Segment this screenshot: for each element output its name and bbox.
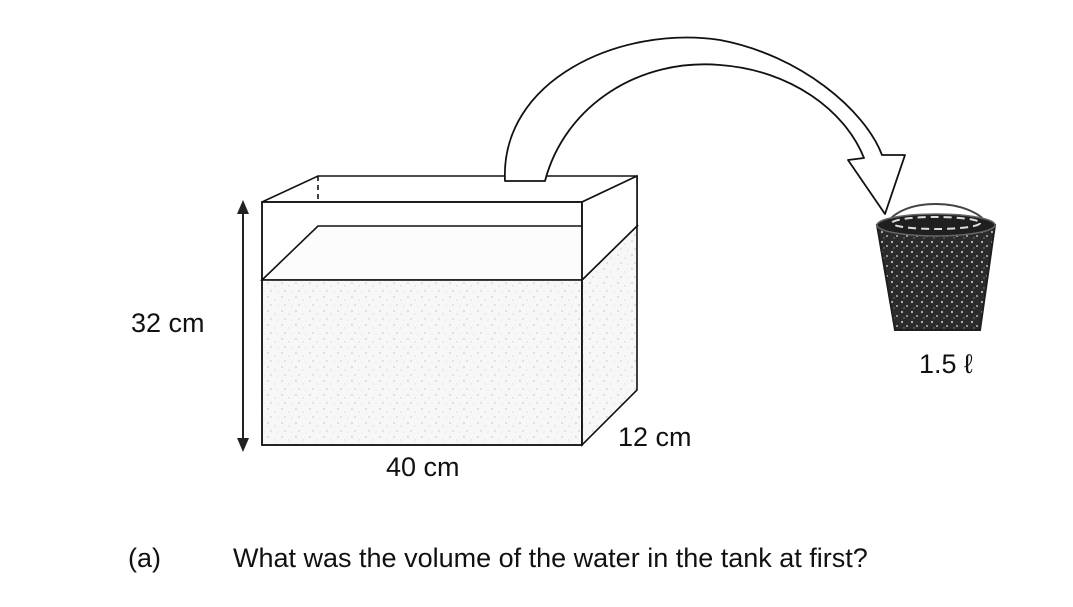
- bucket-capacity-label: 1.5 ℓ: [919, 349, 973, 379]
- tank: [260, 174, 639, 447]
- water-surface: [260, 225, 639, 281]
- question-number: (a): [128, 543, 161, 573]
- curved-arrow-icon: [504, 36, 906, 215]
- question-text: What was the volume of the water in the …: [233, 543, 868, 573]
- height-dimension-arrow: [237, 200, 249, 452]
- water-front-face: [261, 279, 583, 446]
- tank-front-outline: [261, 201, 583, 446]
- length-label: 40 cm: [386, 452, 460, 482]
- bucket-icon: [875, 203, 997, 331]
- question: (a) What was the volume of the water in t…: [128, 543, 868, 574]
- width-label: 12 cm: [618, 422, 692, 452]
- height-label: 32 cm: [131, 308, 205, 338]
